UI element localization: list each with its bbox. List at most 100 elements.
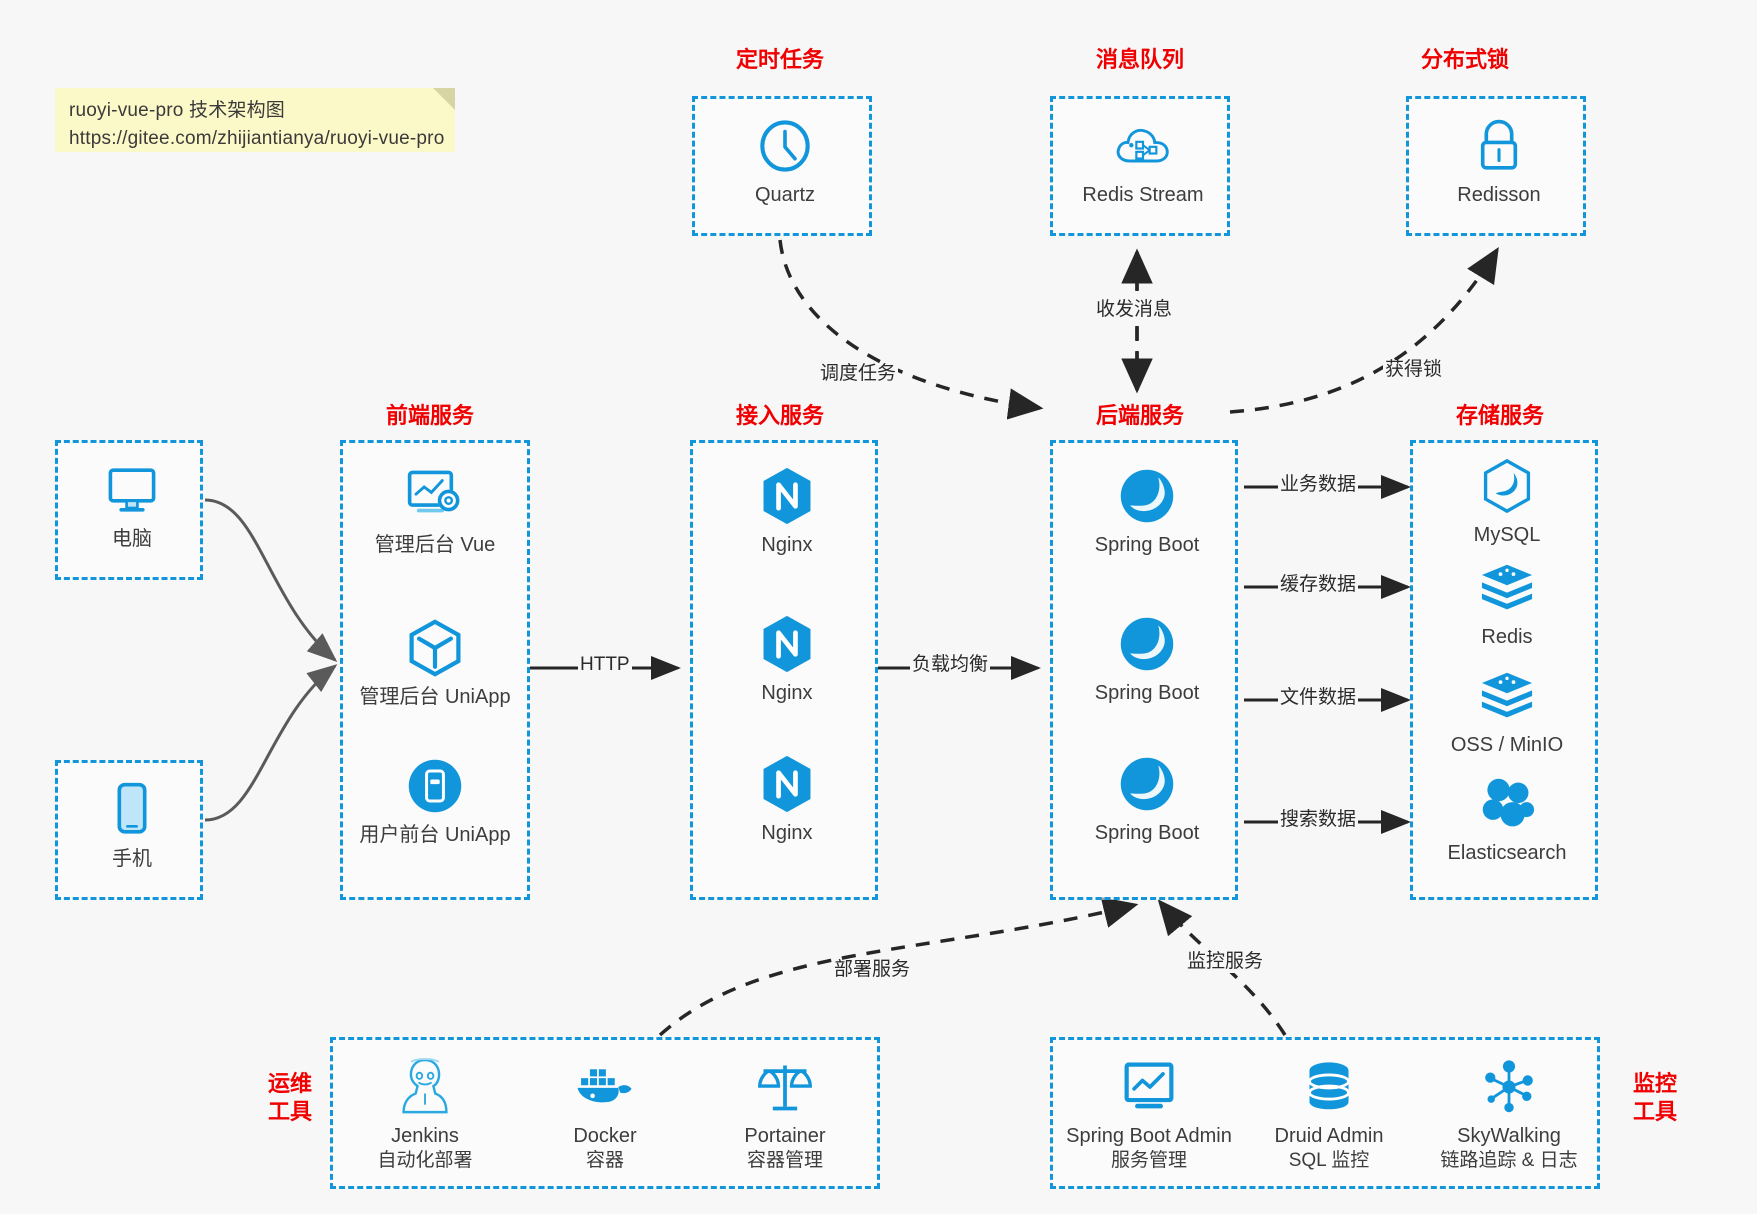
edge-label-search-data: 搜索数据: [1278, 809, 1359, 831]
node-redis[interactable]: Redis: [1427, 555, 1587, 650]
node-user-uniapp[interactable]: 用户前台 UniApp: [355, 753, 515, 848]
node-docker[interactable]: Docker 容器: [525, 1054, 685, 1174]
node-oss-minio[interactable]: OSS / MinIO: [1427, 663, 1587, 758]
group-box-storage: MySQL Redis: [1410, 440, 1598, 900]
group-label-monitor-line1: 监控: [1632, 1071, 1677, 1096]
edge-label-deploy-service: 部署服务: [832, 959, 913, 981]
node-quartz[interactable]: Quartz: [705, 113, 865, 208]
group-label-lock: 分布式锁: [1420, 47, 1509, 72]
elasticsearch-icon: [1427, 771, 1587, 837]
node-sublabel: 容器管理: [746, 1150, 823, 1171]
edge-label-http: HTTP: [578, 654, 632, 676]
node-jenkins[interactable]: Jenkins 自动化部署: [345, 1054, 505, 1174]
node-label: Docker: [573, 1125, 637, 1147]
redis-icon: [1427, 555, 1587, 621]
node-label: Nginx: [761, 822, 813, 844]
node-skywalking[interactable]: SkyWalking 链路追踪 & 日志: [1419, 1054, 1599, 1174]
node-mysql[interactable]: MySQL: [1427, 453, 1587, 548]
group-label-mq: 消息队列: [1095, 47, 1184, 72]
nginx-icon: [707, 751, 867, 817]
desktop-icon: [52, 457, 212, 523]
spring-boot-icon: [1067, 463, 1227, 529]
node-label: 用户前台 UniApp: [359, 824, 511, 846]
group-label-scheduler: 定时任务: [735, 47, 824, 72]
node-label: 管理后台 UniApp: [359, 686, 511, 708]
nginx-icon: [707, 611, 867, 677]
node-spring-boot-2[interactable]: Spring Boot: [1067, 611, 1227, 706]
group-label-monitor: 监控 工具: [1620, 1070, 1690, 1125]
note-fold-corner: [433, 88, 455, 110]
node-mobile[interactable]: 手机: [52, 777, 212, 872]
client-box-desktop: 电脑: [55, 440, 203, 580]
node-label: Nginx: [761, 682, 813, 704]
group-label-storage: 存储服务: [1455, 403, 1544, 428]
node-label: Jenkins: [391, 1125, 459, 1147]
skywalking-icon: [1419, 1054, 1599, 1120]
node-nginx-3[interactable]: Nginx: [707, 751, 867, 846]
node-label: Spring Boot: [1094, 682, 1200, 704]
edge-label-acquire-lock: 获得锁: [1383, 359, 1445, 381]
node-sublabel: 容器: [585, 1150, 624, 1171]
note-title: ruoyi-vue-pro 技术架构图: [69, 100, 286, 121]
node-label: Redis Stream: [1082, 184, 1204, 206]
edge-label-file-data: 文件数据: [1278, 687, 1359, 709]
node-desktop[interactable]: 电脑: [52, 457, 212, 552]
dashboard-gear-icon: [355, 463, 515, 529]
group-box-devops: Jenkins 自动化部署 Docker 容器: [330, 1037, 880, 1189]
scales-icon: [705, 1054, 865, 1120]
spring-boot-icon: [1067, 611, 1227, 677]
node-redisson[interactable]: Redisson: [1419, 113, 1579, 208]
node-label: Spring Boot: [1094, 822, 1200, 844]
node-spring-boot-3[interactable]: Spring Boot: [1067, 751, 1227, 846]
group-box-mq: Redis Stream: [1050, 96, 1230, 236]
group-label-gateway: 接入服务: [735, 403, 824, 428]
group-box-scheduler: Quartz: [692, 96, 872, 236]
node-label: 电脑: [112, 528, 152, 550]
note-url: https://gitee.com/zhijiantianya/ruoyi-vu…: [69, 127, 445, 149]
edge-label-monitor-service: 监控服务: [1185, 951, 1266, 973]
node-druid-admin[interactable]: Druid Admin SQL 监控: [1249, 1054, 1409, 1174]
node-label: Redisson: [1457, 184, 1541, 206]
spring-boot-icon: [1067, 751, 1227, 817]
edge-label-cache-data: 缓存数据: [1278, 574, 1359, 596]
node-spring-boot-1[interactable]: Spring Boot: [1067, 463, 1227, 558]
node-label: 管理后台 Vue: [374, 534, 496, 556]
group-box-backend: Spring Boot Spring Boot Spring Boot: [1050, 440, 1238, 900]
node-portainer[interactable]: Portainer 容器管理: [705, 1054, 865, 1174]
node-nginx-2[interactable]: Nginx: [707, 611, 867, 706]
node-sublabel: 服务管理: [1110, 1150, 1187, 1171]
node-admin-vue[interactable]: 管理后台 Vue: [355, 463, 515, 558]
group-box-gateway: Nginx Nginx Nginx: [690, 440, 878, 900]
diagram-note: ruoyi-vue-pro 技术架构图 https://gitee.com/zh…: [55, 88, 455, 152]
docker-icon: [525, 1054, 685, 1120]
phone-circle-icon: [355, 753, 515, 819]
nginx-icon: [707, 463, 867, 529]
node-label: Spring Boot Admin: [1066, 1125, 1232, 1147]
edge-label-schedule-task: 调度任务: [818, 363, 899, 385]
node-admin-uniapp[interactable]: 管理后台 UniApp: [355, 615, 515, 710]
group-label-devops-line2: 工具: [267, 1098, 312, 1124]
node-label: Spring Boot: [1094, 534, 1200, 556]
group-label-devops: 运维 工具: [255, 1070, 325, 1125]
group-label-frontend: 前端服务: [385, 403, 474, 428]
node-sublabel: SQL 监控: [1288, 1150, 1370, 1171]
node-label: Elasticsearch: [1447, 842, 1567, 864]
clock-icon: [705, 113, 865, 179]
group-box-monitor: Spring Boot Admin 服务管理 Druid Admin SQL 监…: [1050, 1037, 1600, 1189]
node-nginx-1[interactable]: Nginx: [707, 463, 867, 558]
edge-label-business-data: 业务数据: [1278, 474, 1359, 496]
edge-label-load-balance: 负载均衡: [910, 654, 991, 676]
cube-icon: [355, 615, 515, 681]
node-spring-boot-admin[interactable]: Spring Boot Admin 服务管理: [1057, 1054, 1241, 1174]
database-icon: [1249, 1054, 1409, 1120]
cloud-stream-icon: [1063, 113, 1223, 179]
node-redis-stream[interactable]: Redis Stream: [1063, 113, 1223, 208]
node-label: SkyWalking: [1457, 1125, 1561, 1147]
node-label: OSS / MinIO: [1450, 734, 1564, 756]
jenkins-icon: [345, 1054, 505, 1120]
node-elasticsearch[interactable]: Elasticsearch: [1427, 771, 1587, 866]
node-label: Nginx: [761, 534, 813, 556]
node-sublabel: 链路追踪 & 日志: [1440, 1150, 1578, 1171]
node-label: Portainer: [744, 1125, 826, 1147]
